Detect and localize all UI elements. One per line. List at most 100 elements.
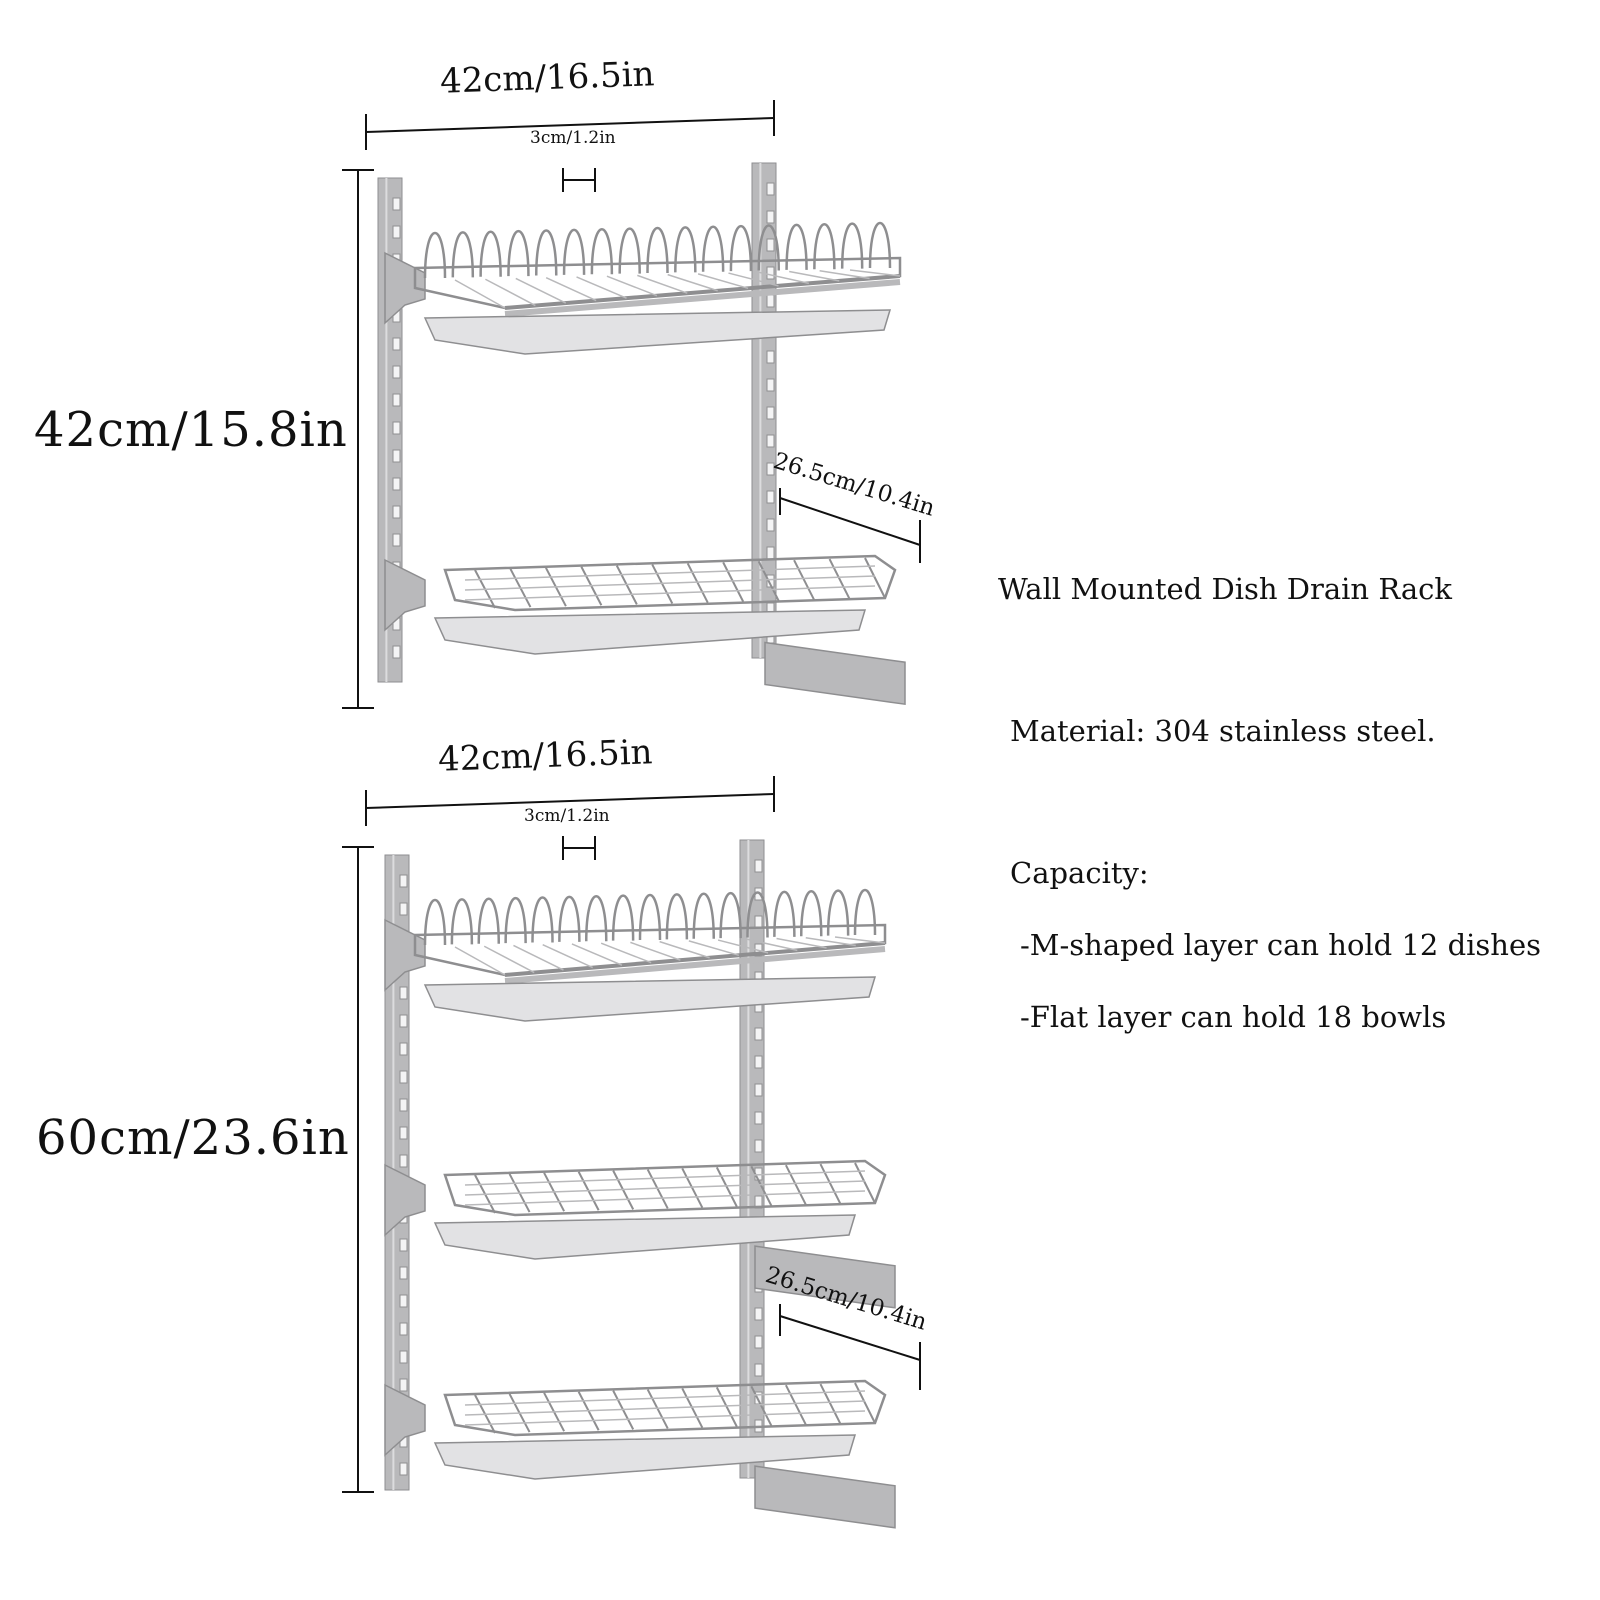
post-slot	[754, 1139, 763, 1153]
basket-cross-wire	[464, 585, 876, 601]
basket-cross-wire	[464, 1190, 866, 1206]
basket-cross-wire	[464, 565, 876, 581]
basket-side-panel	[754, 1245, 896, 1309]
wall-post	[739, 839, 765, 1479]
shelf-front-rail	[504, 274, 901, 310]
plate-divider-wire	[451, 231, 475, 278]
post-slot	[399, 874, 408, 888]
dimension-lines	[342, 100, 921, 1493]
top-height-label: 42cm/15.8in	[34, 402, 348, 458]
post-slot	[766, 210, 775, 224]
plate-divider-wire	[504, 896, 527, 944]
post-slot	[392, 393, 401, 407]
shelf-wire	[600, 942, 652, 964]
shelf-wire	[758, 271, 810, 285]
drip-tray	[433, 1434, 857, 1480]
shelf-wire	[571, 943, 623, 966]
post-slot	[399, 1014, 408, 1028]
shelf-front-band	[504, 279, 901, 317]
basket-wire	[864, 557, 886, 599]
post-slot	[766, 294, 775, 308]
plate-divider-wire	[535, 229, 558, 276]
post-slot	[399, 1322, 408, 1336]
post-slot	[399, 1378, 408, 1392]
plate-divider-wire	[800, 890, 823, 937]
post-slot	[754, 1055, 763, 1069]
basket-cross-wire	[464, 1390, 866, 1406]
shelf-wire	[747, 938, 798, 952]
basket-side-panel	[754, 1465, 896, 1529]
plate-divider-wire	[558, 895, 581, 942]
post-slot	[392, 225, 401, 239]
plate-divider-wire	[719, 891, 742, 939]
bottom-spacing-label: 3cm/1.2in	[524, 806, 610, 826]
plate-divider-wire	[646, 226, 669, 274]
post-slot	[754, 859, 763, 873]
shelf-bracket	[384, 1163, 426, 1237]
post-slot	[399, 1126, 408, 1140]
drip-tray	[433, 1214, 857, 1260]
plate-divider-wire	[729, 224, 753, 272]
post-slot	[399, 1294, 408, 1308]
post-slot	[399, 1070, 408, 1084]
post-slot	[399, 1042, 408, 1056]
shelf-wire	[545, 277, 597, 302]
basket-cross-wire	[464, 1410, 866, 1426]
post-slot	[392, 533, 401, 547]
post-slot	[392, 337, 401, 351]
post-slot	[754, 1027, 763, 1041]
drip-tray	[423, 309, 892, 355]
bottom-height-label: 60cm/23.6in	[36, 1110, 350, 1166]
shelf-wire	[454, 279, 506, 309]
shelf-wire	[630, 941, 681, 961]
post-slot	[766, 546, 775, 560]
plate-divider-wire	[692, 892, 715, 939]
post-slot	[766, 490, 775, 504]
two-tier-rack-illustration	[377, 162, 906, 706]
plate-divider-wire	[531, 896, 554, 943]
basket-wire	[757, 560, 780, 602]
basket-cross-wire	[464, 1400, 866, 1416]
plate-divider-wire	[746, 891, 769, 938]
width-dimension-line	[365, 793, 775, 809]
shelf-wire	[776, 937, 827, 949]
basket-wire	[715, 1386, 738, 1428]
plate-divider-wire	[450, 898, 474, 945]
product-title: Wall Mounted Dish Drain Rack	[998, 572, 1452, 606]
depth-dimension-line	[779, 497, 921, 546]
plate-divider-wire	[585, 895, 608, 942]
post-slot	[399, 1098, 408, 1112]
plate-divider-wire	[757, 224, 780, 271]
post-slot	[392, 645, 401, 659]
plate-divider-wire	[840, 222, 864, 269]
post-slot	[399, 1350, 408, 1364]
shelf-wire	[576, 276, 627, 299]
bottom-width-label: 42cm/16.5in	[437, 732, 654, 780]
plate-divider-wire	[590, 228, 614, 275]
post-slot	[766, 266, 775, 280]
shelf-wire	[667, 273, 718, 292]
top-spacing-label: 3cm/1.2in	[530, 128, 616, 148]
post-slot	[754, 1363, 763, 1377]
plate-divider-wire	[479, 230, 502, 277]
basket-wire	[686, 562, 709, 604]
basket-wire	[828, 558, 851, 600]
basket-side-panel	[764, 641, 906, 706]
top-width-label: 42cm/16.5in	[439, 54, 656, 102]
depth-dimension-line	[779, 1315, 921, 1361]
shelf-wire	[728, 272, 779, 287]
drip-tray	[433, 609, 867, 655]
shelf-bracket	[384, 558, 426, 632]
post-slot	[399, 1462, 408, 1476]
shelf-wire	[606, 275, 658, 297]
post-slot	[399, 902, 408, 916]
post-slot	[766, 518, 775, 532]
post-slot	[766, 238, 775, 252]
shelf-wire	[717, 939, 769, 954]
plate-divider-wire	[423, 898, 447, 946]
width-dimension-line	[365, 117, 775, 133]
plate-divider-wire	[701, 225, 725, 272]
shelf-wire	[515, 277, 567, 304]
shelf-wire	[849, 269, 901, 277]
